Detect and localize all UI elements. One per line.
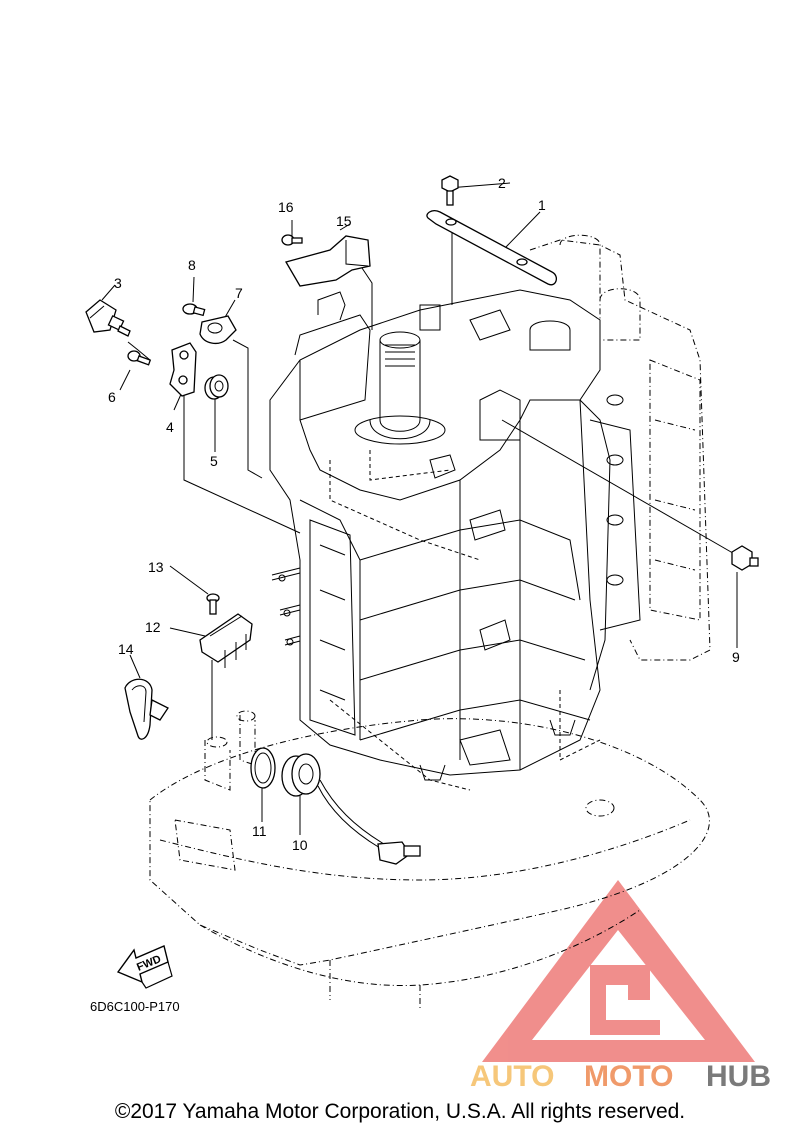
callout-6: 6 <box>108 389 116 405</box>
part-15-bracket[interactable] <box>285 235 371 287</box>
part-1-bracket-plate[interactable] <box>426 210 558 286</box>
part-8-bolt[interactable] <box>182 303 206 317</box>
part-13-screw[interactable] <box>206 593 220 615</box>
watermark-word-moto: MOTO <box>584 1060 673 1093</box>
callout-2: 2 <box>498 175 506 191</box>
fwd-arrow-icon: FWD <box>116 945 173 989</box>
part-2-bolt[interactable] <box>441 175 459 206</box>
part-3-sensor[interactable] <box>85 299 131 337</box>
callout-8: 8 <box>188 257 196 273</box>
callout-1: 1 <box>538 197 546 213</box>
part-7-clamp[interactable] <box>199 315 237 345</box>
callout-16: 16 <box>278 199 294 215</box>
callout-9: 9 <box>732 649 740 665</box>
part-14-clip[interactable] <box>124 678 169 740</box>
callout-3: 3 <box>114 275 122 291</box>
drawing-code: 6D6C100-P170 <box>90 999 180 1014</box>
watermark-wordmark: AUTO MOTO HUB <box>470 1060 771 1093</box>
part-10-connector[interactable] <box>281 753 421 865</box>
part-12-fuse-holder[interactable] <box>199 613 253 668</box>
watermark-logo-mark <box>482 880 755 1062</box>
callout-labels: 1 2 3 4 5 6 7 8 9 10 11 12 13 14 15 16 <box>108 175 740 853</box>
part-9-sensor[interactable] <box>731 545 759 571</box>
engine-block <box>269 234 711 791</box>
callout-7: 7 <box>235 285 243 301</box>
part-4-holder[interactable] <box>169 342 197 397</box>
watermark-word-hub: HUB <box>706 1060 771 1093</box>
callout-5: 5 <box>210 453 218 469</box>
copyright-notice: ©2017 Yamaha Motor Corporation, U.S.A. A… <box>114 1100 686 1123</box>
part-6-screw[interactable] <box>127 350 152 366</box>
callout-4: 4 <box>166 419 174 435</box>
callout-10: 10 <box>292 837 308 853</box>
part-11-o-ring[interactable] <box>250 747 276 789</box>
part-16-screw[interactable] <box>281 234 303 246</box>
bottom-cowling <box>149 710 710 1010</box>
watermark-word-auto: AUTO <box>470 1060 554 1093</box>
leader-lines <box>101 182 739 835</box>
callout-15: 15 <box>336 213 352 229</box>
callout-12: 12 <box>145 619 161 635</box>
callout-11: 11 <box>252 823 267 839</box>
callout-14: 14 <box>118 641 134 657</box>
callout-13: 13 <box>148 559 164 575</box>
part-5-grommet[interactable] <box>204 374 229 400</box>
